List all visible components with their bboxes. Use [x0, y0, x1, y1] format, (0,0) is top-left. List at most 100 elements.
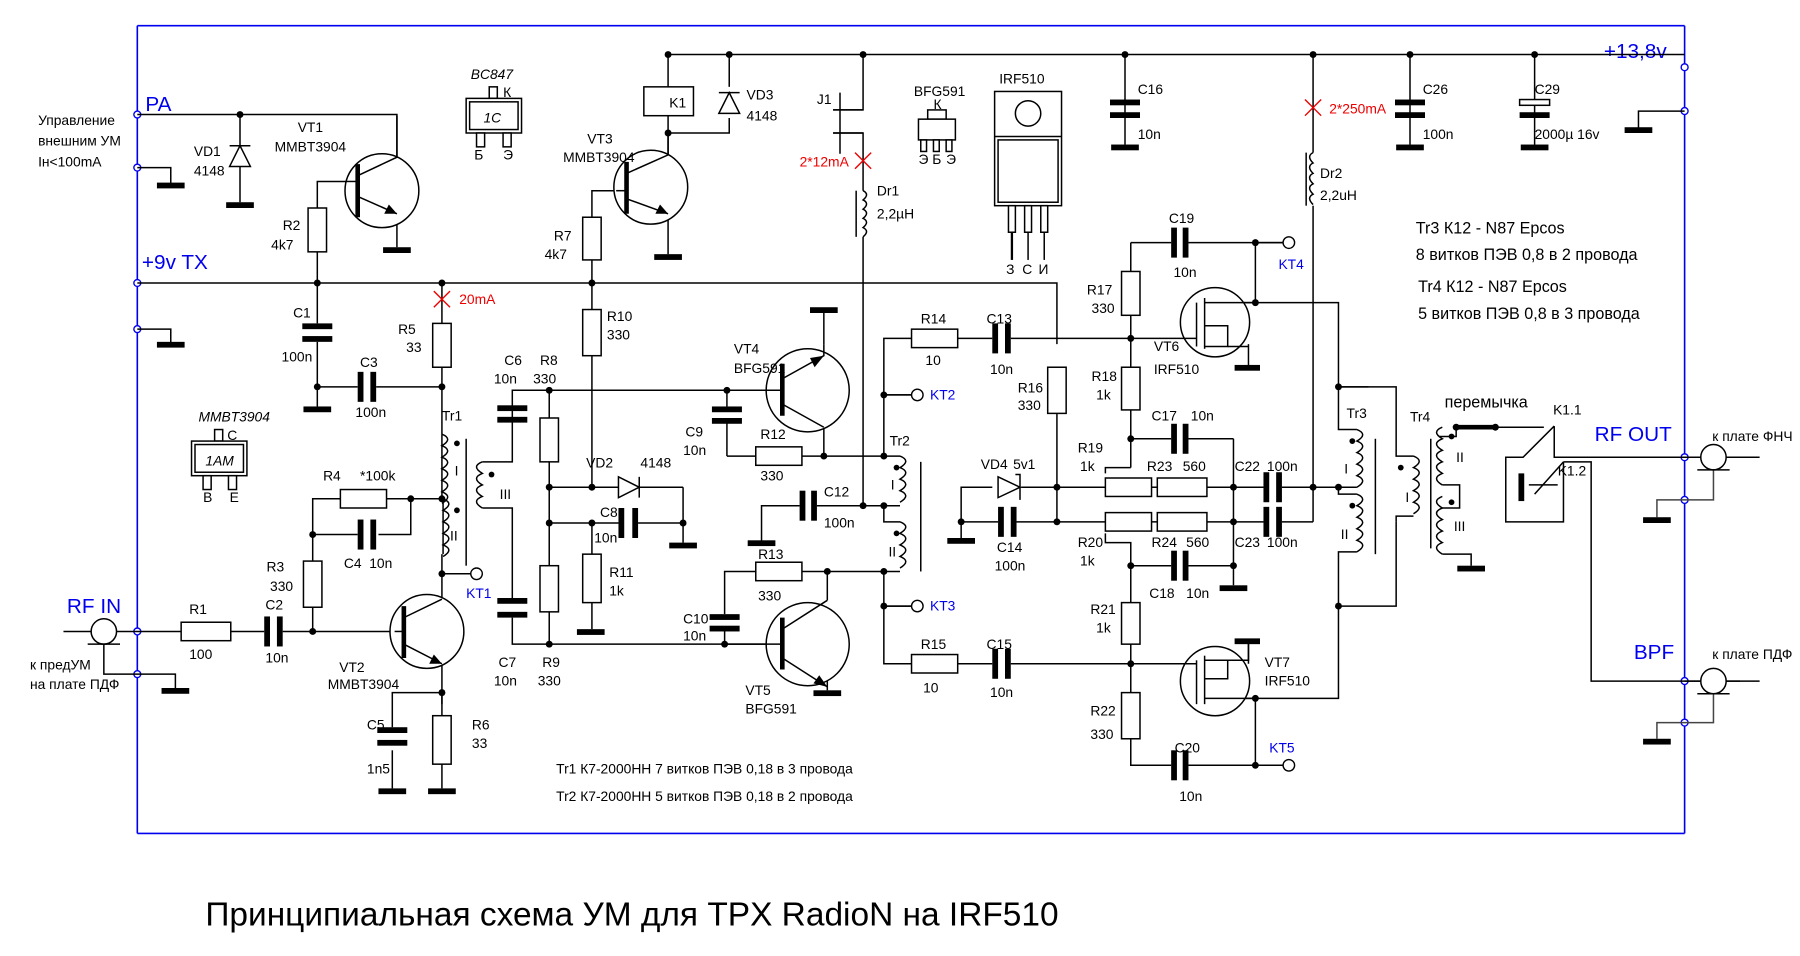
- svg-text:C15: C15: [987, 636, 1013, 652]
- current-marks: [433, 99, 1322, 308]
- svg-text:10n: 10n: [1186, 585, 1209, 601]
- resistor-r12: [755, 446, 803, 467]
- jumper-label: перемычка: [1445, 394, 1528, 412]
- test-points: [441, 236, 1296, 772]
- svg-text:330: 330: [1018, 397, 1041, 413]
- svg-text:10n: 10n: [494, 673, 517, 689]
- svg-text:R8: R8: [540, 352, 558, 368]
- svg-text:R16: R16: [1018, 380, 1044, 396]
- svg-text:II: II: [1456, 449, 1464, 465]
- svg-text:II: II: [888, 543, 896, 559]
- svg-text:33: 33: [406, 339, 422, 355]
- resistor-r17: [1120, 270, 1141, 317]
- junctions: [236, 51, 1539, 769]
- capacitor-c6: [497, 405, 528, 412]
- pin-label: C: [227, 427, 237, 443]
- svg-text:R9: R9: [542, 654, 560, 670]
- resistor-r24: [1156, 511, 1208, 532]
- svg-text:1k: 1k: [1096, 620, 1111, 636]
- svg-text:R10: R10: [607, 308, 633, 324]
- resistor-r9: [539, 564, 560, 613]
- svg-text:100: 100: [189, 646, 212, 662]
- test-point-kt4: KT4: [1278, 256, 1304, 272]
- transformer-tr4: [1395, 426, 1455, 555]
- bjt-vt3: [613, 132, 689, 225]
- capacitor-c2: [264, 616, 270, 647]
- pin-label: И: [1038, 261, 1048, 277]
- svg-text:10: 10: [923, 680, 939, 696]
- svg-text:R20: R20: [1078, 534, 1104, 550]
- svg-text:K1.2: K1.2: [1558, 463, 1586, 479]
- svg-text:R14: R14: [921, 310, 947, 326]
- svg-text:4148: 4148: [640, 455, 671, 471]
- svg-text:R23: R23: [1147, 458, 1173, 474]
- svg-text:Iн<100mA: Iн<100mA: [38, 153, 102, 169]
- bpf-note: к плате ПДФ: [1712, 646, 1792, 662]
- svg-text:330: 330: [1090, 726, 1113, 742]
- port-label-bpf: BPF: [1634, 641, 1674, 664]
- svg-text:2,2µH: 2,2µH: [877, 205, 914, 221]
- svg-text:C2: C2: [265, 597, 283, 613]
- svg-text:R21: R21: [1090, 601, 1116, 617]
- svg-text:10n: 10n: [1173, 264, 1196, 280]
- pin-label: Э: [503, 147, 513, 163]
- svg-text:C8: C8: [600, 504, 618, 520]
- svg-text:560: 560: [1186, 534, 1209, 550]
- svg-text:10: 10: [925, 352, 941, 368]
- package-irf510: [993, 90, 1063, 260]
- pin-label: E: [230, 489, 239, 505]
- transformer-tr3: [1349, 428, 1377, 555]
- svg-text:C7: C7: [498, 654, 516, 670]
- pin-label: С: [1022, 261, 1032, 277]
- svg-text:VT6: VT6: [1154, 338, 1180, 354]
- test-point-kt5: KT5: [1269, 740, 1295, 756]
- svg-text:C20: C20: [1175, 740, 1201, 756]
- svg-text:K1: K1: [669, 95, 686, 111]
- mosfet-vt7: [1130, 641, 1256, 717]
- svg-text:10n: 10n: [990, 684, 1013, 700]
- mosfet-vt6: [1130, 286, 1256, 358]
- svg-text:4148: 4148: [747, 107, 778, 123]
- pin-label: К: [933, 96, 941, 112]
- svg-text:C10: C10: [683, 610, 709, 626]
- svg-text:I: I: [1405, 489, 1409, 505]
- svg-text:1k: 1k: [609, 583, 624, 599]
- resistor-r22: [1120, 691, 1141, 740]
- resistor-r18: [1120, 366, 1141, 411]
- svg-text:R3: R3: [267, 558, 285, 574]
- port-label-rf-in: RF IN: [67, 595, 121, 618]
- resistor-r10: [581, 308, 602, 357]
- resistor-r21: [1120, 601, 1141, 645]
- svg-text:10n: 10n: [265, 650, 288, 666]
- svg-text:VT3: VT3: [587, 130, 613, 146]
- capacitor-c15: [992, 648, 999, 679]
- resistor-r19: [1104, 477, 1153, 498]
- svg-text:IRF510: IRF510: [1154, 361, 1200, 377]
- svg-text:330: 330: [760, 467, 783, 483]
- coax-rf-out: [1697, 443, 1730, 471]
- winding-labels: I II III I II I II I II III: [450, 449, 1465, 560]
- svg-text:C13: C13: [987, 310, 1013, 326]
- svg-text:1k: 1k: [1080, 553, 1095, 569]
- svg-text:100n: 100n: [824, 515, 855, 531]
- svg-text:Dr1: Dr1: [877, 182, 900, 198]
- svg-text:R24: R24: [1152, 534, 1178, 550]
- svg-text:R2: R2: [283, 217, 301, 233]
- svg-text:10n: 10n: [494, 370, 517, 386]
- svg-text:VD1: VD1: [194, 143, 221, 159]
- svg-text:5v1: 5v1: [1013, 456, 1036, 472]
- transformer-notes: Tr1 К7-2000НН 7 витков ПЭВ 0,18 в 3 пров…: [556, 219, 1640, 804]
- svg-text:Tr2: Tr2: [890, 433, 910, 449]
- svg-text:VD3: VD3: [747, 87, 774, 103]
- coax-bpf: [1697, 667, 1730, 695]
- resistor-r14: [910, 328, 959, 349]
- svg-text:Tr3: Tr3: [1347, 405, 1368, 421]
- svg-text:C5: C5: [367, 717, 385, 733]
- capacitor-c18: [1171, 550, 1177, 581]
- svg-text:10n: 10n: [990, 361, 1013, 377]
- pin-label: Б: [474, 147, 483, 163]
- svg-text:10n: 10n: [1138, 126, 1161, 142]
- svg-text:R15: R15: [921, 636, 947, 652]
- pin-label: Э: [918, 151, 928, 167]
- svg-text:K1.1: K1.1: [1553, 402, 1582, 418]
